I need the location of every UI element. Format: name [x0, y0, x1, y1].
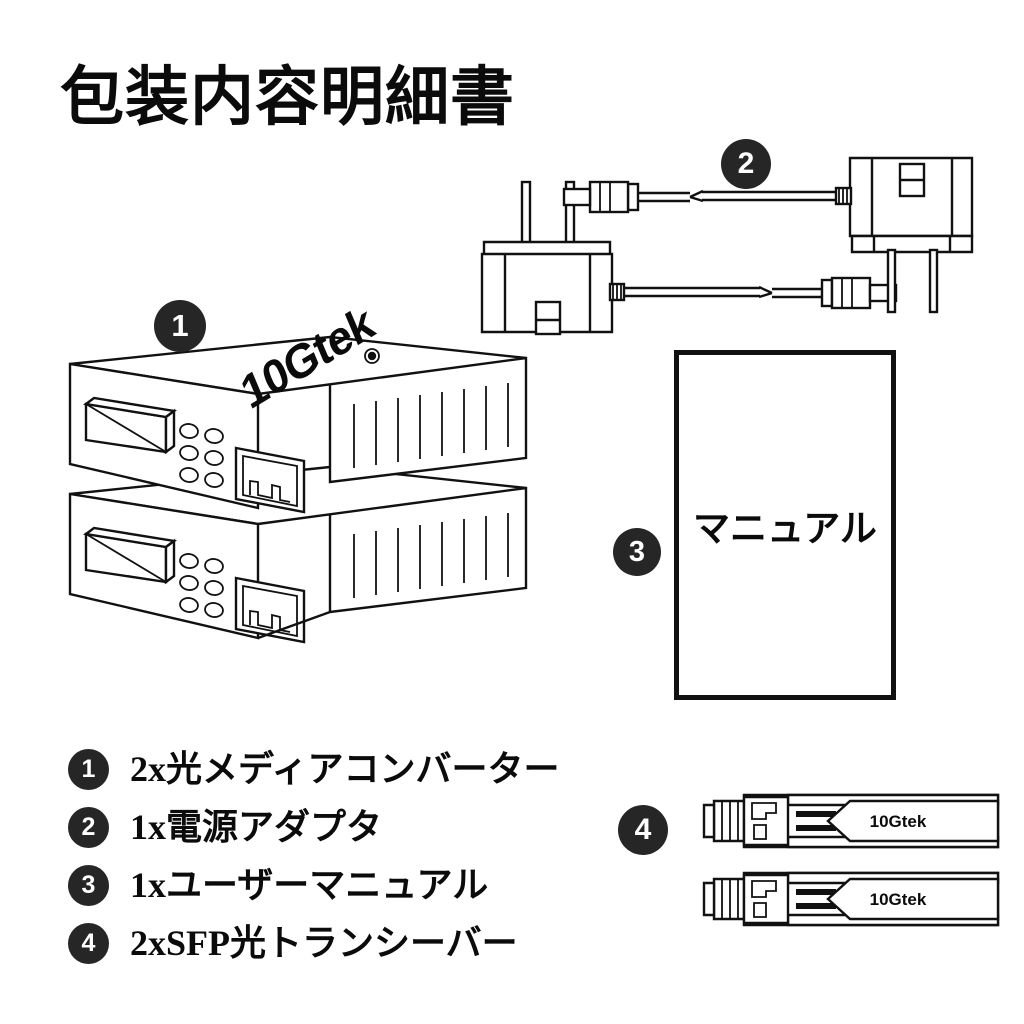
sfp-brand-top: 10Gtek — [870, 812, 927, 831]
registered-trademark-icon — [364, 348, 380, 364]
legend-label-4: 2xSFP光トランシーバー — [130, 923, 518, 963]
manual-label: マニュアル — [693, 509, 877, 550]
legend-item-1: 1 2x光メディアコンバーター — [68, 740, 608, 798]
page-title: 包装内容明細書 — [60, 62, 515, 133]
legend-item-3: 3 1xユーザーマニュアル — [68, 856, 608, 914]
manual-outline — [674, 350, 896, 700]
sfp-module-top: 10Gtek — [702, 793, 1000, 849]
sfp-module-bottom: 10Gtek — [702, 871, 1000, 927]
callout-badge-4: 4 — [618, 805, 668, 855]
legend-label-1: 2x光メディアコンバーター — [130, 749, 560, 789]
media-converter-top — [68, 335, 528, 514]
callout-badge-2: 2 — [721, 139, 771, 189]
legend-item-2: 2 1x電源アダプタ — [68, 798, 608, 856]
callout-badge-1: 1 — [154, 300, 206, 352]
contents-legend-list: 1 2x光メディアコンバーター 2 1x電源アダプタ 3 1xユーザーマニュアル… — [68, 740, 608, 972]
power-adapter-figure — [460, 150, 980, 350]
legend-item-4: 4 2xSFP光トランシーバー — [68, 914, 608, 972]
rj45-port-top — [234, 446, 306, 514]
legend-label-3: 1xユーザーマニュアル — [130, 865, 489, 905]
sfp-transceiver-figure: 10Gtek 10Gtek — [680, 785, 1000, 935]
legend-badge-3: 3 — [68, 864, 109, 906]
legend-badge-2: 2 — [68, 806, 109, 848]
legend-badge-1: 1 — [68, 748, 109, 790]
media-converter-figure: 10Gtek — [58, 295, 568, 712]
rj45-port-bottom — [234, 576, 306, 644]
legend-badge-4: 4 — [68, 922, 109, 964]
power-adapter-right — [562, 156, 974, 314]
sfp-brand-bottom: 10Gtek — [870, 890, 927, 909]
callout-badge-3: 3 — [613, 528, 661, 576]
legend-label-2: 1x電源アダプタ — [130, 807, 383, 847]
user-manual-figure: マニュアル — [674, 350, 896, 700]
